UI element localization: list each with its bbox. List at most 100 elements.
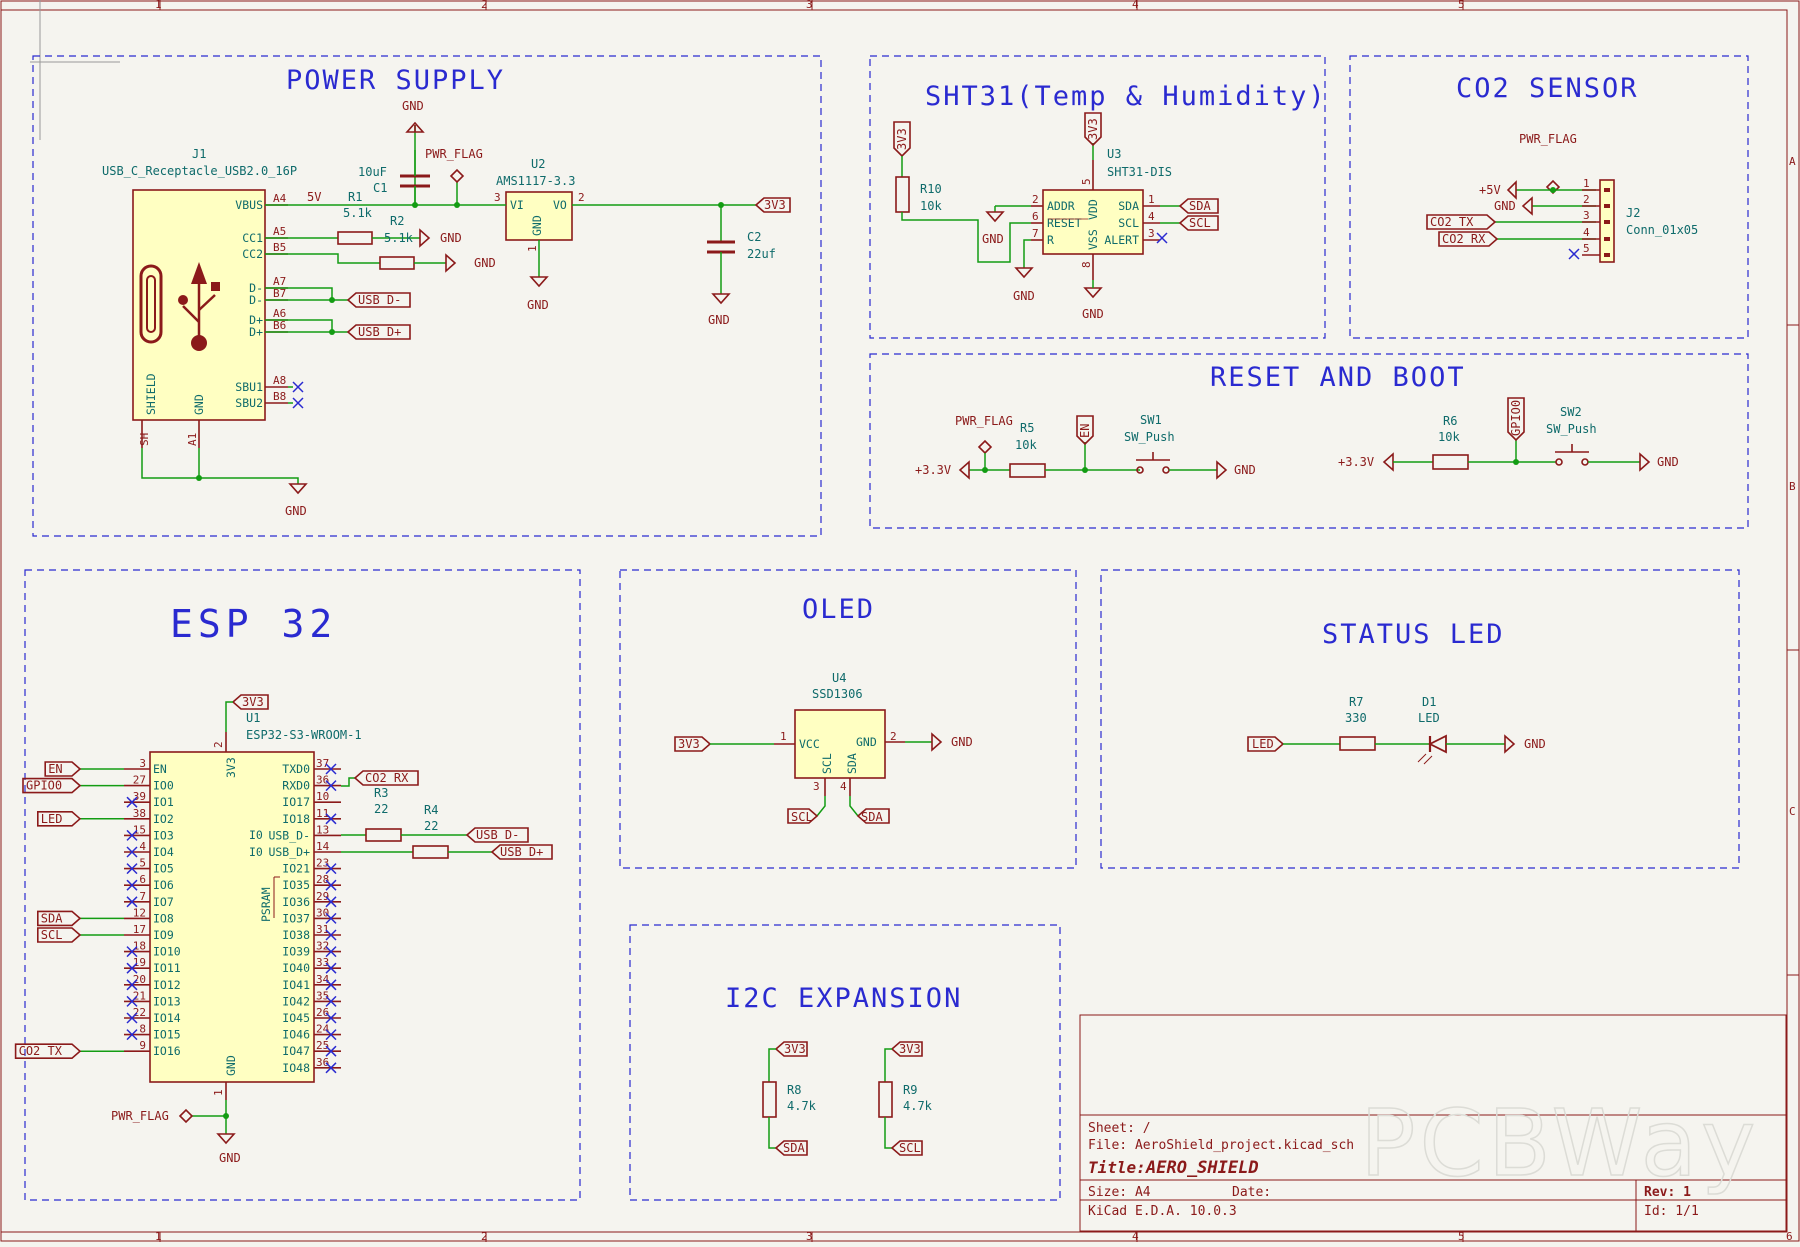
r1-ref: R1 <box>348 190 362 204</box>
u1-pin-name: IO41 <box>282 978 310 992</box>
net-p5v: +5V <box>1479 183 1501 197</box>
sensor-u3[interactable] <box>1042 189 1144 255</box>
u1-pin-number: 37 <box>316 757 329 770</box>
gnd-label: GND <box>1524 737 1546 751</box>
resistor-r3[interactable] <box>365 828 402 842</box>
usb-c-connector-j1[interactable] <box>132 189 266 421</box>
resistor-r1[interactable] <box>337 231 373 245</box>
section-title-esp: ESP 32 <box>170 602 337 646</box>
resistor-r9[interactable] <box>878 1081 893 1118</box>
u1-pin-name: IO48 <box>282 1061 310 1075</box>
resistor-r6[interactable] <box>1432 454 1469 470</box>
u1-pin-number: 21 <box>133 989 146 1002</box>
no-connect-mark <box>325 979 337 991</box>
u3-pin-number: 7 <box>1032 227 1039 240</box>
gnd-label: GND <box>440 231 462 245</box>
led-d1[interactable] <box>1417 734 1447 765</box>
u1-pin-number: 30 <box>316 906 329 919</box>
net-label-3v3: 3V3 <box>674 736 712 752</box>
no-connect-mark <box>126 863 138 875</box>
gnd-label: GND <box>708 313 730 327</box>
switch-sw2[interactable] <box>1555 444 1589 466</box>
resistor-r2[interactable] <box>379 256 415 270</box>
u4-value: SSD1306 <box>812 687 863 701</box>
u1-pin-name: IO38 <box>282 928 310 942</box>
u1-pin-number: 25 <box>316 1039 329 1052</box>
net-p33: +3.3V <box>1338 455 1374 469</box>
regulator-u2[interactable] <box>505 191 573 241</box>
u1-pin-name: IO4 <box>153 845 174 859</box>
resistor-r8[interactable] <box>762 1081 777 1118</box>
no-connect-mark <box>325 962 337 974</box>
j2-pin-number: 5 <box>1583 242 1590 255</box>
row-label: C <box>1789 805 1796 818</box>
no-connect-alert <box>1156 232 1168 244</box>
svg-text:CO2_TX: CO2_TX <box>1430 215 1474 229</box>
oled-display-u4[interactable] <box>794 709 886 779</box>
r3-ref: R3 <box>374 786 388 800</box>
net-label-scl: SCL <box>1170 215 1219 231</box>
net-label-co2-rx: CO2_RX <box>353 770 419 786</box>
no-connect-mark <box>126 979 138 991</box>
r6-value: 10k <box>1438 430 1460 444</box>
gnd-label: GND <box>474 256 496 270</box>
svg-text:3V3: 3V3 <box>784 1042 806 1056</box>
u1-pin-name: IO18 <box>282 812 310 826</box>
u1-pin-number: 29 <box>316 890 329 903</box>
col-label: 3 <box>806 1230 813 1242</box>
resistor-r5[interactable] <box>1009 463 1046 478</box>
svg-text:GPIO0: GPIO0 <box>1509 400 1523 436</box>
no-connect-mark <box>126 962 138 974</box>
section-title-i2c: I2C EXPANSION <box>725 983 962 1014</box>
col-label: 5 <box>1458 0 1465 11</box>
u1-net-label-text: LED <box>41 812 63 826</box>
j1-shield-label: SHIELD <box>144 373 158 415</box>
svg-text:3V3: 3V3 <box>899 1042 921 1056</box>
svg-text:USB_D+: USB_D+ <box>358 325 401 339</box>
gnd-label: GND <box>1657 455 1679 469</box>
tb-file: File: AeroShield_project.kicad_sch <box>1088 1138 1354 1153</box>
no-connect-mark <box>325 946 337 958</box>
esp32-module-u1[interactable] <box>149 751 315 1083</box>
pwr-flag-label: PWR_FLAG <box>955 414 1013 428</box>
u1-pin-name: IO9 <box>153 928 174 942</box>
u1-pin-name: TXD0 <box>282 762 310 776</box>
u1-net-label-text: CO2_TX <box>19 1044 63 1058</box>
u3-pin8: 8 <box>1080 261 1093 268</box>
u1-pin-number: 27 <box>133 774 146 787</box>
capacitor-c2[interactable] <box>707 240 735 254</box>
u4-gnd: GND <box>856 735 877 749</box>
svg-text:3V3: 3V3 <box>1086 118 1100 140</box>
col-label: 4 <box>1132 1230 1139 1242</box>
net-label-sda: SDA <box>856 808 890 824</box>
u3-pin-name: SDA <box>1118 199 1139 213</box>
svg-text:CO2_RX: CO2_RX <box>1442 232 1486 246</box>
net-label-3v3: 3V3 <box>1084 112 1102 147</box>
net-label-en: EN <box>1076 415 1094 446</box>
resistor-r7[interactable] <box>1339 736 1376 751</box>
tb-rev: Rev: 1 <box>1644 1185 1691 1200</box>
gnd-label: GND <box>1082 307 1104 321</box>
u4-pin3: 3 <box>813 780 820 793</box>
j1-pin-number: B6 <box>273 319 286 332</box>
r8-value: 4.7k <box>787 1099 817 1113</box>
resistor-r4[interactable] <box>412 845 449 859</box>
resistor-r10[interactable] <box>895 176 910 213</box>
switch-sw1[interactable] <box>1136 452 1170 474</box>
r10-ref: R10 <box>920 182 942 196</box>
r7-ref: R7 <box>1349 695 1363 709</box>
j2-pin-mark <box>1604 237 1610 241</box>
u4-ref: U4 <box>832 671 846 685</box>
u3-pin-number: 2 <box>1032 193 1039 206</box>
j2-pin-mark <box>1604 220 1610 224</box>
svg-text:SCL: SCL <box>899 1141 921 1155</box>
u1-net-label-text: SDA <box>41 911 63 925</box>
col-label: 4 <box>1132 0 1139 11</box>
j1-pin-name: VBUS <box>235 198 263 212</box>
u1-pin-name: IO11 <box>153 961 181 975</box>
u1-pin-number: 11 <box>316 807 329 820</box>
u1-pin-number: 33 <box>316 956 329 969</box>
u1-pin-number: 5 <box>139 857 146 870</box>
